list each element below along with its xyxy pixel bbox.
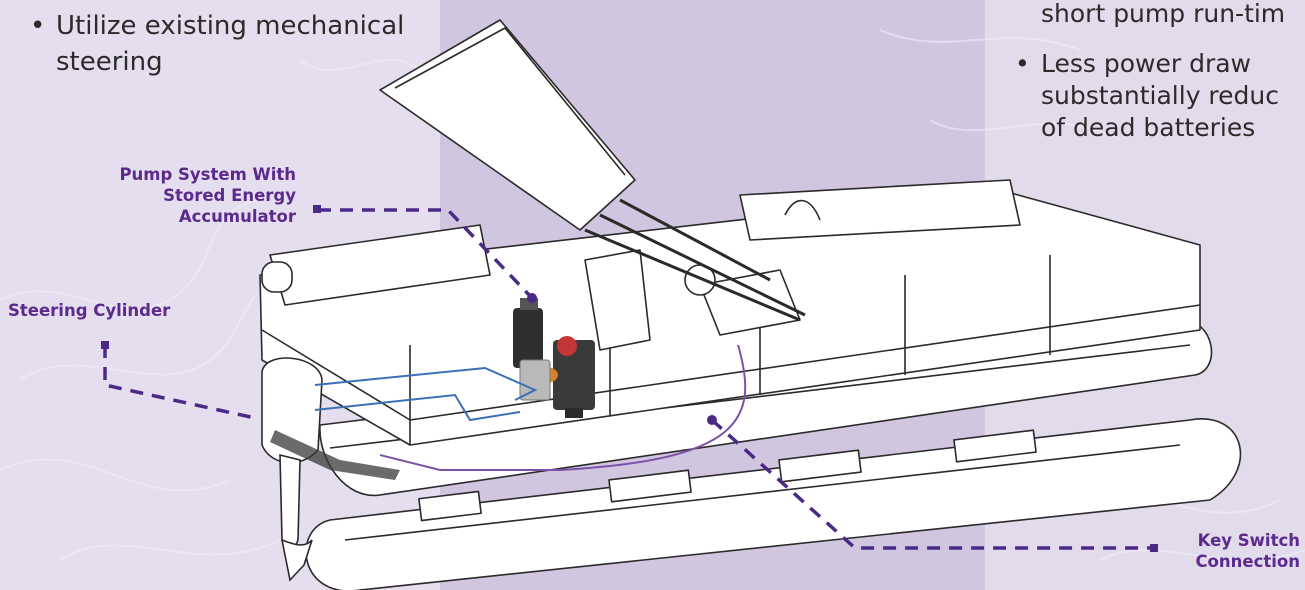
pump-connection-dot bbox=[527, 293, 537, 303]
leader-line-cylinder bbox=[103, 345, 256, 420]
captain-chair bbox=[584, 249, 651, 351]
bullet-item-continuation: steering bbox=[56, 47, 163, 77]
callout-pump-line1: Pump System With bbox=[119, 165, 296, 184]
callout-steering-cylinder: Steering Cylinder bbox=[8, 300, 170, 321]
bullet-item-continuation: of dead batteries bbox=[1041, 113, 1256, 142]
callout-key-line2: Connection bbox=[1195, 552, 1300, 571]
callout-key-switch: Key Switch Connection bbox=[1165, 530, 1300, 572]
callout-cylinder-line1: Steering Cylinder bbox=[8, 301, 171, 320]
callout-key-line1: Key Switch bbox=[1197, 531, 1300, 550]
bullet-item: Less power draw bbox=[1015, 48, 1285, 80]
bullet-item: Utilize existing mechanical bbox=[30, 8, 404, 44]
callout-pump-system: Pump System With Stored Energy Accumulat… bbox=[60, 164, 296, 227]
left-bullet-list: Utilize existing mechanical steering bbox=[30, 8, 404, 80]
hydraulic-line-purple bbox=[379, 344, 747, 471]
bimini-top bbox=[379, 19, 636, 231]
hydraulic-line-blue bbox=[314, 366, 538, 422]
front-seat bbox=[739, 179, 1021, 241]
hydraulic-pump-unit bbox=[513, 298, 595, 418]
callout-pump-line3: Accumulator bbox=[178, 207, 296, 226]
steering-cylinder bbox=[270, 430, 400, 480]
key-switch-connection-dot bbox=[707, 415, 717, 425]
bullet-item-continuation: short pump run-tim bbox=[1041, 0, 1286, 28]
right-bullet-list: short pump run-tim Less power draw subst… bbox=[1015, 0, 1285, 144]
callout-pump-line2: Stored Energy bbox=[163, 186, 296, 205]
bullet-item-continuation: substantially reduc bbox=[1041, 81, 1280, 110]
